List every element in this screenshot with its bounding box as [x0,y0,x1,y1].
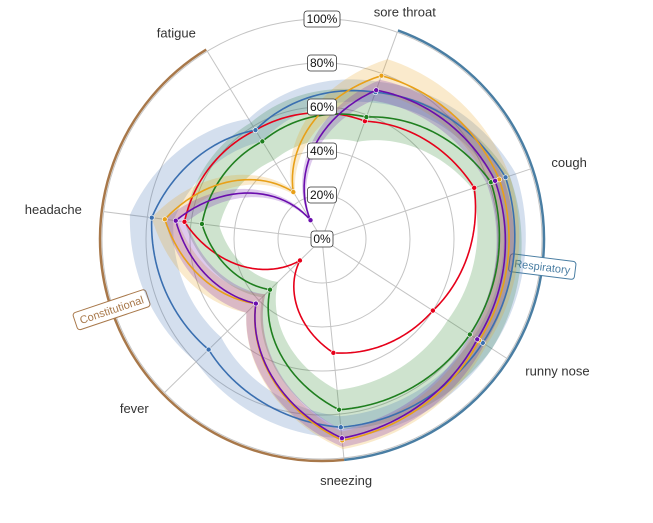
tick-label-80: 80% [307,54,337,72]
series-1-line [201,113,501,411]
tick-label-60: 60% [307,98,337,116]
series-1-point-sneezing [336,406,342,413]
series-1-band [184,88,522,430]
spoke-sore-throat [321,32,398,240]
confidence-bands [129,59,526,450]
group-label-respiratory: Respiratory [508,253,577,280]
series-3-point-fatigue [290,189,297,195]
series-0-point-headache [181,218,188,225]
tick-box-0 [310,230,334,248]
series-1-point-sore-throat [363,114,370,120]
tick-text-0: 0% [313,232,331,246]
axis-label-headache: headache [25,202,82,217]
series-4-point-fever [253,300,259,307]
tick-box-40 [307,142,337,160]
axis-labels: sore throat cough runny nose sneezing fever h… [25,5,590,488]
series-1-point-headache [199,221,205,227]
series-2-point-fatigue [252,127,259,133]
tick-label-100: 100% [303,10,341,28]
tick-box-60 [307,98,337,116]
tick-label-40: 40% [307,142,337,160]
series-4-point-headache [172,217,179,224]
tick-label-0: 0% [310,230,334,248]
series-3-point-sore-throat [378,72,385,79]
axis-label-cough: cough [551,155,586,170]
series-4-point-runny-nose [474,336,481,343]
series-4-point-fatigue [307,217,314,224]
series-1-point-fever [267,286,273,293]
tick-text-20: 20% [310,188,334,202]
tick-text-40: 40% [310,144,334,158]
tick-box-80 [307,54,337,72]
series-2-point-sneezing [338,424,344,431]
series-0-point-fever [297,257,303,264]
series-0-point-sneezing [330,350,337,356]
axis-label-fatigue: fatigue [157,26,196,41]
series-3-line [164,74,510,442]
series-1-point-runny-nose [467,331,473,338]
axis-label-sneezing: sneezing [320,473,372,488]
series-0-line [183,111,477,354]
series-4-line [174,89,507,440]
spoke-fatigue [206,51,323,240]
group-label-constitutional: Constitutional [72,289,151,331]
series-0-point-runny-nose [430,307,436,314]
series-2-line [150,89,516,429]
series-0-point-cough [471,185,478,191]
group-label-box-respiratory [508,253,577,280]
spoke-sneezing [321,238,345,458]
tick-text-60: 60% [310,100,334,114]
axis-label-fever: fever [120,401,150,416]
tick-box-20 [307,186,337,204]
spoke-fever [164,238,323,393]
axis-label-sore-throat: sore throat [374,5,437,20]
series-3-point-headache [162,216,168,223]
series-lines [148,72,516,444]
tick-label-20: 20% [307,186,337,204]
group-label-box-constitutional [72,289,151,331]
series-2-point-cough [502,174,509,181]
series-2-point-fever [205,346,212,353]
tick-text-100: 100% [307,12,338,26]
tick-box-100 [303,10,341,28]
series-2-point-headache [148,214,155,221]
axis-label-runny-nose: runny nose [525,363,589,378]
tick-text-80: 80% [310,56,334,70]
series-4-point-cough [492,178,498,184]
series-1-point-fatigue [259,138,266,145]
series-4-point-sneezing [339,435,345,442]
series-4-point-sore-throat [373,87,379,93]
spoke-headache [103,211,323,240]
radial-tick-labels: 0% 20% 40% 60% 80% 100% [303,10,341,248]
